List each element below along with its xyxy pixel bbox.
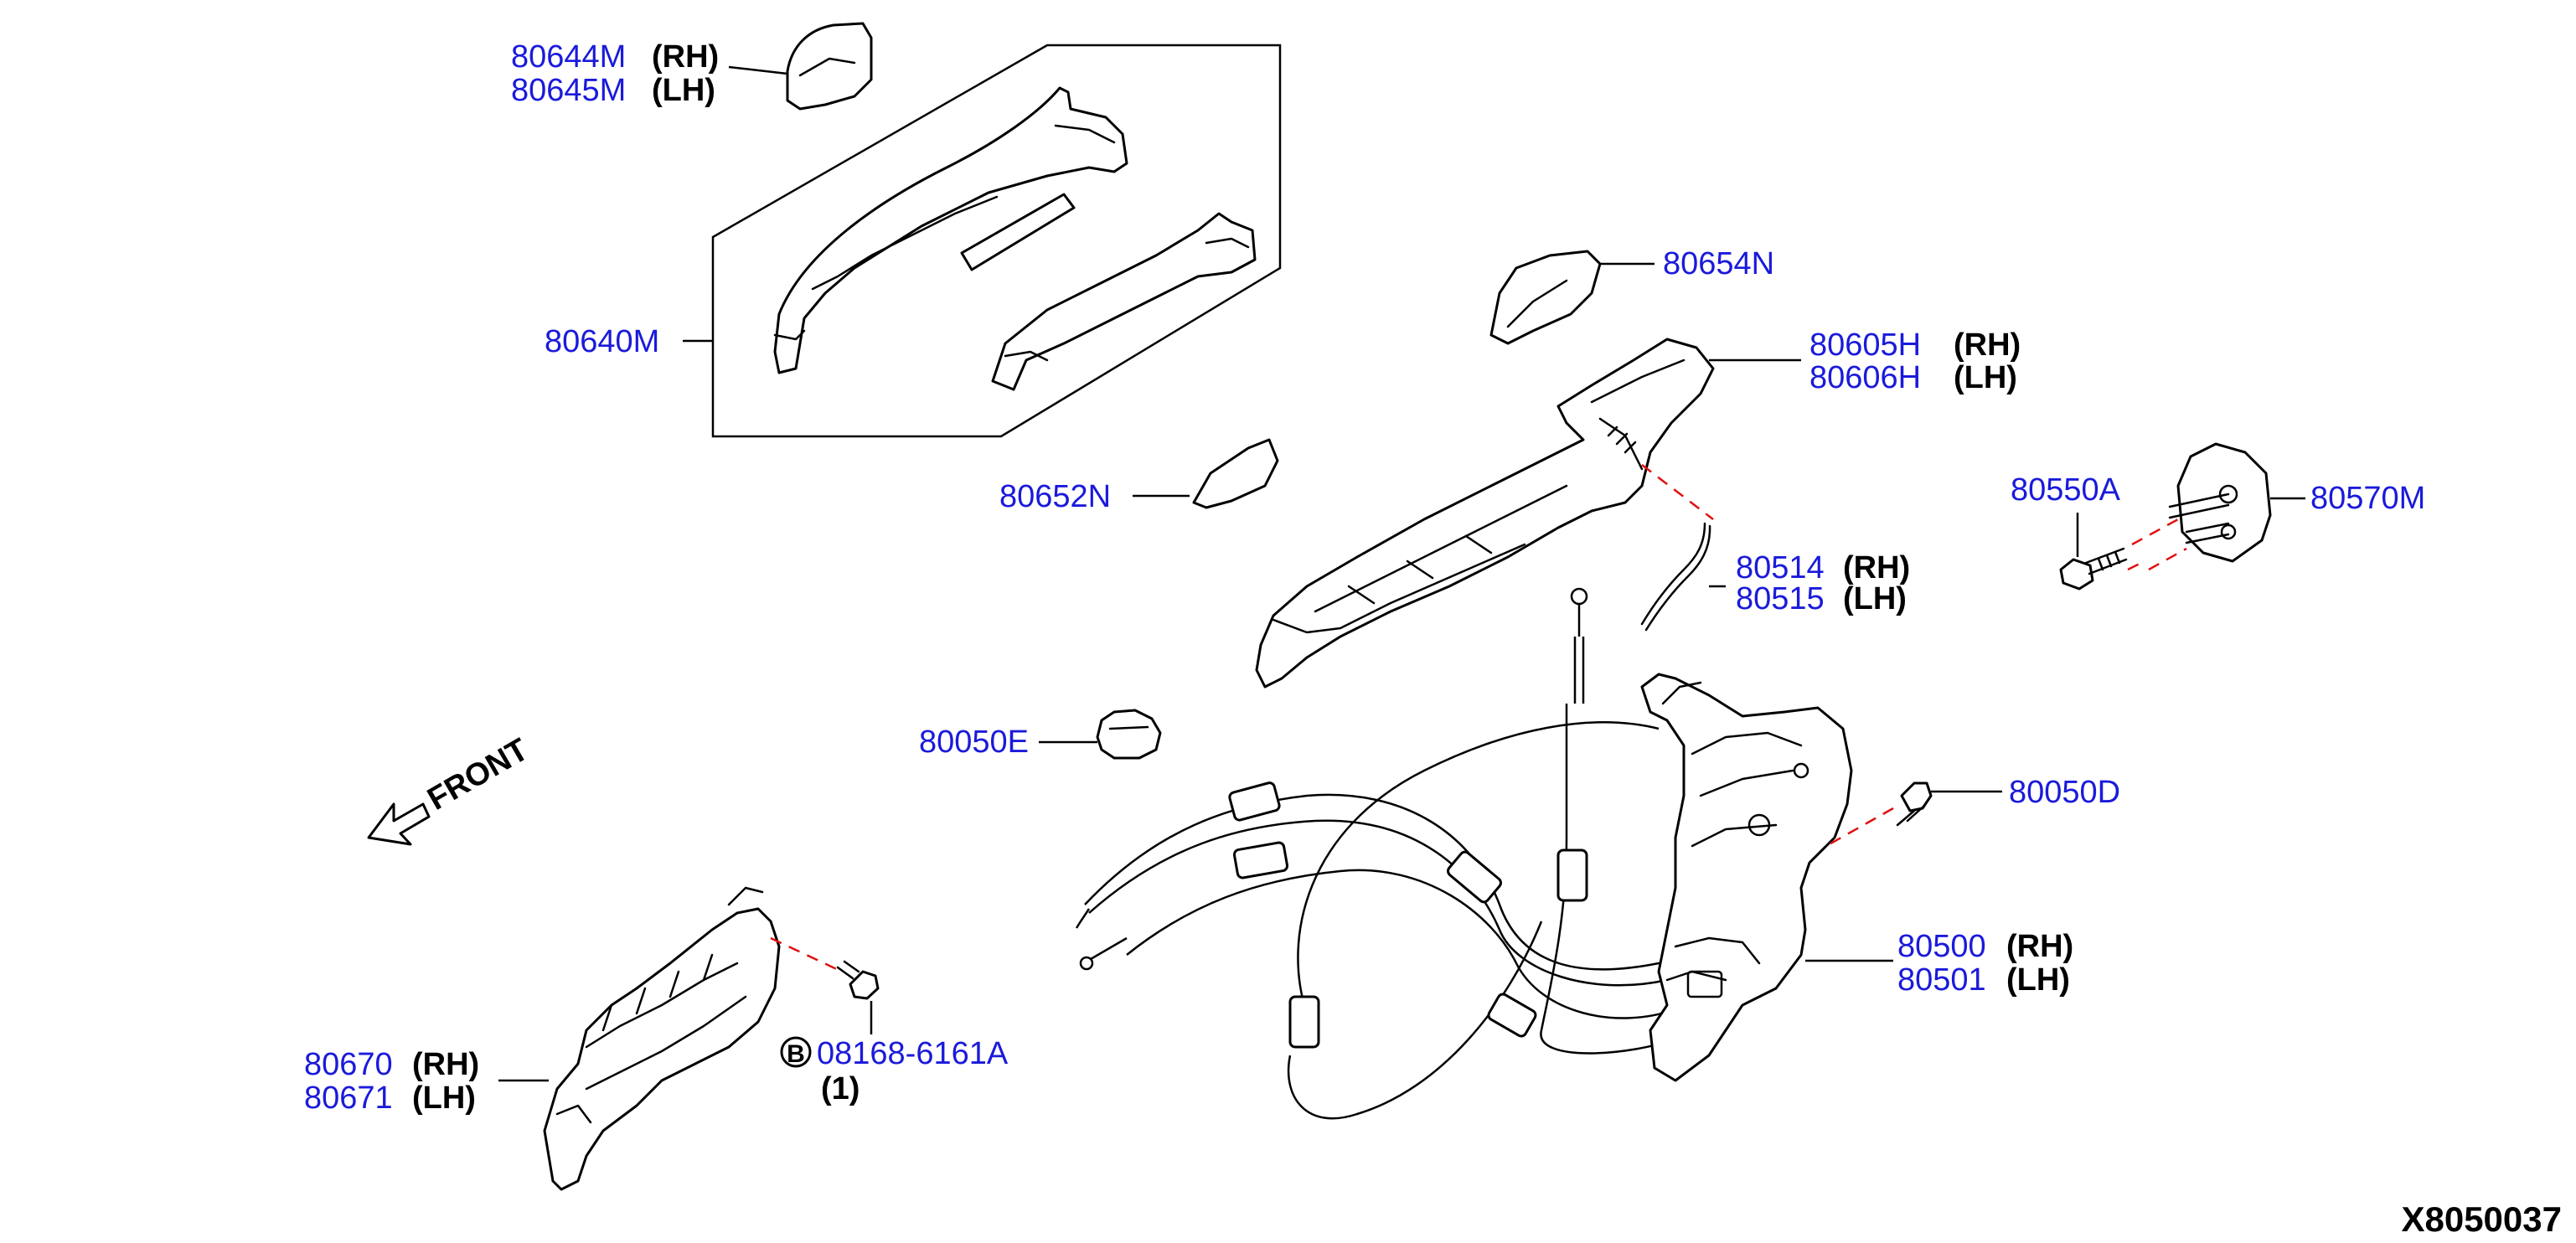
svg-text:80654N: 80654N [1663,246,1774,281]
diagram-code: X8050037 [2401,1199,2562,1239]
bolt-symbol-icon [780,1036,812,1068]
callout-80605H: 80605H (RH) [1809,328,2021,363]
svg-text:80671: 80671 [304,1081,393,1116]
assembly-guide-lines [770,464,2187,973]
svg-text:B: B [787,1040,805,1068]
handle-escutcheon-cap [786,22,873,111]
outside-handle-kit-frame [711,44,1282,438]
callout-80644M: 80644M (RH) [511,39,719,75]
svg-text:(LH): (LH) [2006,962,2070,998]
svg-text:80640M: 80640M [545,324,659,359]
callout-80501: 80501 (LH) [1897,962,2070,998]
handle-screw [836,960,880,1000]
callout-80500: 80500 (RH) [1897,929,2073,964]
callout-80550A: 80550A [2011,472,2121,508]
outside-handle-grip [773,86,1128,374]
key-cylinder-cover [960,193,1076,271]
callout-80570M: 80570M [2310,481,2425,516]
callout-80645M: 80645M (LH) [511,73,715,108]
svg-text:80670: 80670 [304,1047,393,1082]
lock-rod [1640,522,1711,632]
svg-text:80514: 80514 [1736,550,1825,585]
svg-text:80050E: 80050E [919,725,1029,760]
front-arrow-icon [367,802,431,846]
door-striker [2168,442,2272,563]
svg-text:80550A: 80550A [2011,472,2121,508]
svg-text:(LH): (LH) [1954,360,2017,395]
svg-text:(1): (1) [821,1071,860,1106]
svg-text:80500: 80500 [1897,929,1986,964]
svg-text:(RH): (RH) [1843,550,1910,585]
svg-text:FRONT: FRONT [422,732,534,817]
svg-text:X8050037: X8050037 [2401,1199,2562,1239]
inner-bezel-lower [1192,438,1279,509]
svg-text:80645M: 80645M [511,73,626,108]
svg-text:(RH): (RH) [652,39,719,75]
svg-text:(RH): (RH) [1954,328,2021,363]
svg-text:(LH): (LH) [412,1081,476,1116]
door-lock-actuator [1640,673,1853,1082]
svg-text:80606H: 80606H [1809,360,1921,395]
callout-bolt-08168-6161A: B 08168-6161A (1) [780,1036,1009,1106]
svg-text:(LH): (LH) [1843,581,1907,616]
callout-80640M: 80640M [545,324,659,359]
front-label: FRONT [422,732,534,817]
svg-text:80515: 80515 [1736,581,1825,616]
lock-screw [1896,781,1933,827]
svg-text:80570M: 80570M [2310,481,2425,516]
handle-frame-latch [1255,338,1715,689]
callout-80670: 80670 (RH) [304,1047,479,1082]
callout-80050E: 80050E [919,725,1029,760]
svg-text:(RH): (RH) [412,1047,479,1082]
inside-handle [543,886,781,1191]
callout-80671: 80671 (LH) [304,1081,476,1116]
svg-text:08168-6161A: 08168-6161A [817,1036,1009,1071]
striker-bolt [2059,547,2128,591]
svg-text:80644M: 80644M [511,39,626,75]
callout-80606H: 80606H (LH) [1809,360,2017,395]
cable-sheaths [1228,781,1588,1049]
callout-80652N: 80652N [999,479,1111,514]
svg-text:80652N: 80652N [999,479,1111,514]
inner-bezel-upper [1489,250,1602,345]
svg-text:(LH): (LH) [652,73,715,108]
svg-text:80605H: 80605H [1809,328,1921,363]
svg-text:(RH): (RH) [2006,929,2073,964]
callout-80514: 80514 (RH) [1736,550,1910,585]
callout-80515: 80515 (LH) [1736,581,1907,616]
control-cables [1075,587,1752,1120]
svg-text:80501: 80501 [1897,962,1986,998]
svg-text:80050D: 80050D [2009,775,2120,810]
outside-handle-bracket [991,212,1257,391]
leader-lines [498,65,2305,1082]
cable-clip [1096,709,1162,760]
callout-80050D: 80050D [2009,775,2120,810]
callout-80654N: 80654N [1663,246,1774,281]
